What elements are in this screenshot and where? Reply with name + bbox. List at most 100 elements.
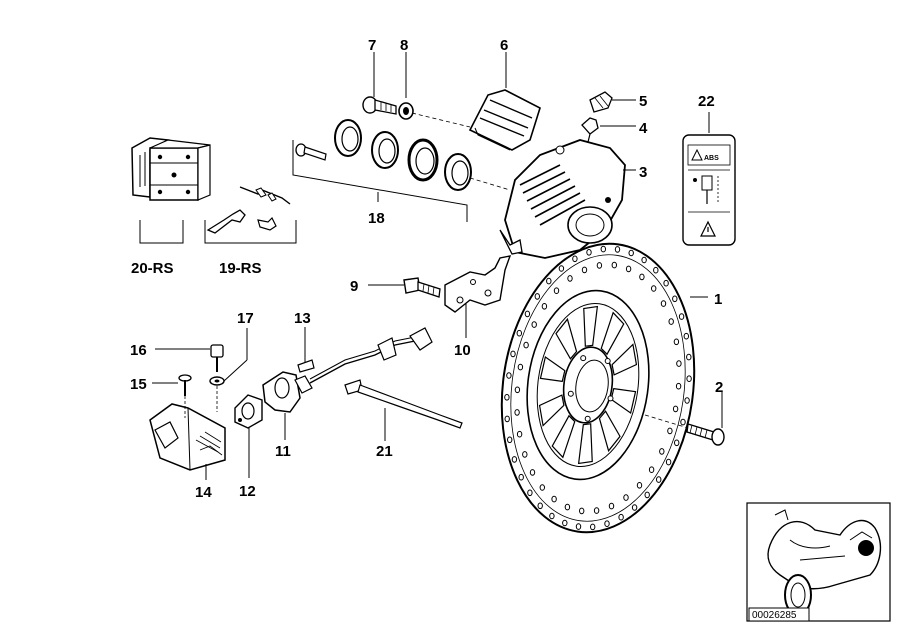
- seal-kit: [292, 119, 511, 222]
- callout-8: 8: [400, 37, 408, 54]
- disc-hole: [676, 360, 682, 367]
- disc-hole: [686, 375, 692, 383]
- hub-spoke: [538, 394, 565, 427]
- disc-holes: [504, 245, 692, 531]
- disc-hole: [618, 513, 624, 521]
- callout-7: 7: [368, 37, 376, 54]
- bracket-bolt: [403, 277, 441, 298]
- callout-10: 10: [454, 342, 471, 359]
- disc-hole: [572, 255, 578, 263]
- callout-18: 18: [368, 210, 385, 227]
- disc-hole: [596, 262, 603, 269]
- callout-15: 15: [130, 376, 147, 393]
- disc-hole: [579, 507, 585, 515]
- vehicle-locator-thumbnail: 00026285: [746, 502, 891, 622]
- disc-hole: [593, 507, 600, 514]
- callout-14: 14: [195, 484, 212, 501]
- disc-hole: [614, 246, 621, 253]
- hub-spoke: [551, 414, 576, 459]
- sensor-holder: [149, 403, 226, 471]
- disc-hole: [551, 495, 557, 503]
- disc-hole: [510, 350, 516, 358]
- disc-hole: [672, 405, 679, 413]
- cable-tie: [344, 379, 463, 429]
- callout-1: 1: [714, 291, 722, 308]
- bleeder-valve: [581, 117, 599, 143]
- hub-spoke: [610, 387, 637, 415]
- abs-label-text: ABS: [704, 155, 719, 162]
- disc-hole: [678, 313, 685, 320]
- hub-spoke: [577, 423, 593, 465]
- disc-hole: [641, 256, 647, 264]
- disc-hole: [586, 249, 592, 256]
- callout-6: 6: [500, 37, 508, 54]
- disc-hole: [631, 504, 638, 511]
- disc-hole: [623, 494, 629, 501]
- callout-21: 21: [376, 443, 393, 460]
- disc-hole: [663, 279, 669, 287]
- hub-bolt-holes: [567, 355, 614, 422]
- hub-bolt-hole: [580, 355, 587, 362]
- callout-16: 16: [130, 342, 147, 359]
- disc-hole: [524, 310, 531, 318]
- disc-hole: [564, 503, 571, 511]
- disc-hole: [675, 382, 682, 390]
- disc-hole: [514, 386, 521, 394]
- disc-hole: [680, 418, 686, 426]
- disc-hole: [672, 295, 678, 303]
- disc-hole: [668, 318, 674, 325]
- disc-hole: [628, 249, 634, 257]
- callout-4: 4: [639, 120, 648, 137]
- disc-hole: [534, 293, 540, 300]
- hub-bolt-hole: [604, 358, 611, 364]
- hub-spokes: [538, 305, 638, 465]
- disc-hole: [529, 469, 536, 476]
- disc-hole: [507, 436, 513, 444]
- abs-warning-label: ABS: [682, 112, 736, 246]
- disc-hole: [600, 245, 606, 253]
- disc-hole: [656, 476, 662, 483]
- disc-hole: [575, 523, 582, 530]
- hub-spoke: [600, 311, 625, 356]
- disc-hole: [665, 458, 672, 466]
- disc-hole: [527, 489, 533, 497]
- disc-hole: [516, 329, 522, 337]
- callout-3: 3: [639, 164, 647, 181]
- disc-hole: [608, 502, 615, 510]
- screws-and-washer: [178, 344, 225, 418]
- disc-hole: [567, 275, 573, 282]
- brake-disc: [500, 242, 696, 534]
- hub-spoke: [598, 410, 621, 453]
- disc-hole: [511, 456, 518, 463]
- disc-hole: [659, 448, 665, 455]
- disc-hole: [683, 332, 689, 340]
- disc-hole: [625, 265, 632, 273]
- callout-17: 17: [237, 310, 254, 327]
- callout-22: 22: [698, 93, 715, 110]
- callout-labels: 1 2 3 4 5 6 7 8 9 10 11 12 13 14 15 16 1…: [130, 37, 723, 501]
- callout-9: 9: [350, 278, 358, 295]
- catalog-number: 00026285: [752, 610, 797, 621]
- disc-hole: [522, 451, 528, 458]
- disc-hole: [537, 502, 543, 510]
- callout-11: 11: [275, 443, 291, 460]
- disc-hole: [539, 484, 545, 491]
- disc-hole: [504, 415, 510, 423]
- disc-hole: [653, 266, 659, 274]
- brake-caliper: [499, 139, 626, 259]
- hub-bolt-hole: [584, 415, 591, 422]
- pad-pin-set: [204, 186, 297, 244]
- callout-20-rs: 20-RS: [131, 260, 174, 277]
- disc-hole: [523, 341, 529, 349]
- disc-hole: [590, 523, 596, 531]
- disc-hole: [506, 372, 512, 379]
- disc-hole: [648, 466, 655, 474]
- disc-hole: [686, 353, 692, 361]
- leader-lines: [152, 52, 723, 480]
- disc-hole: [516, 430, 523, 438]
- bleeder-cap: [589, 91, 613, 113]
- disc-hole: [581, 266, 588, 274]
- hub-bolt-hole: [607, 395, 614, 402]
- abs-sensor: [262, 327, 433, 413]
